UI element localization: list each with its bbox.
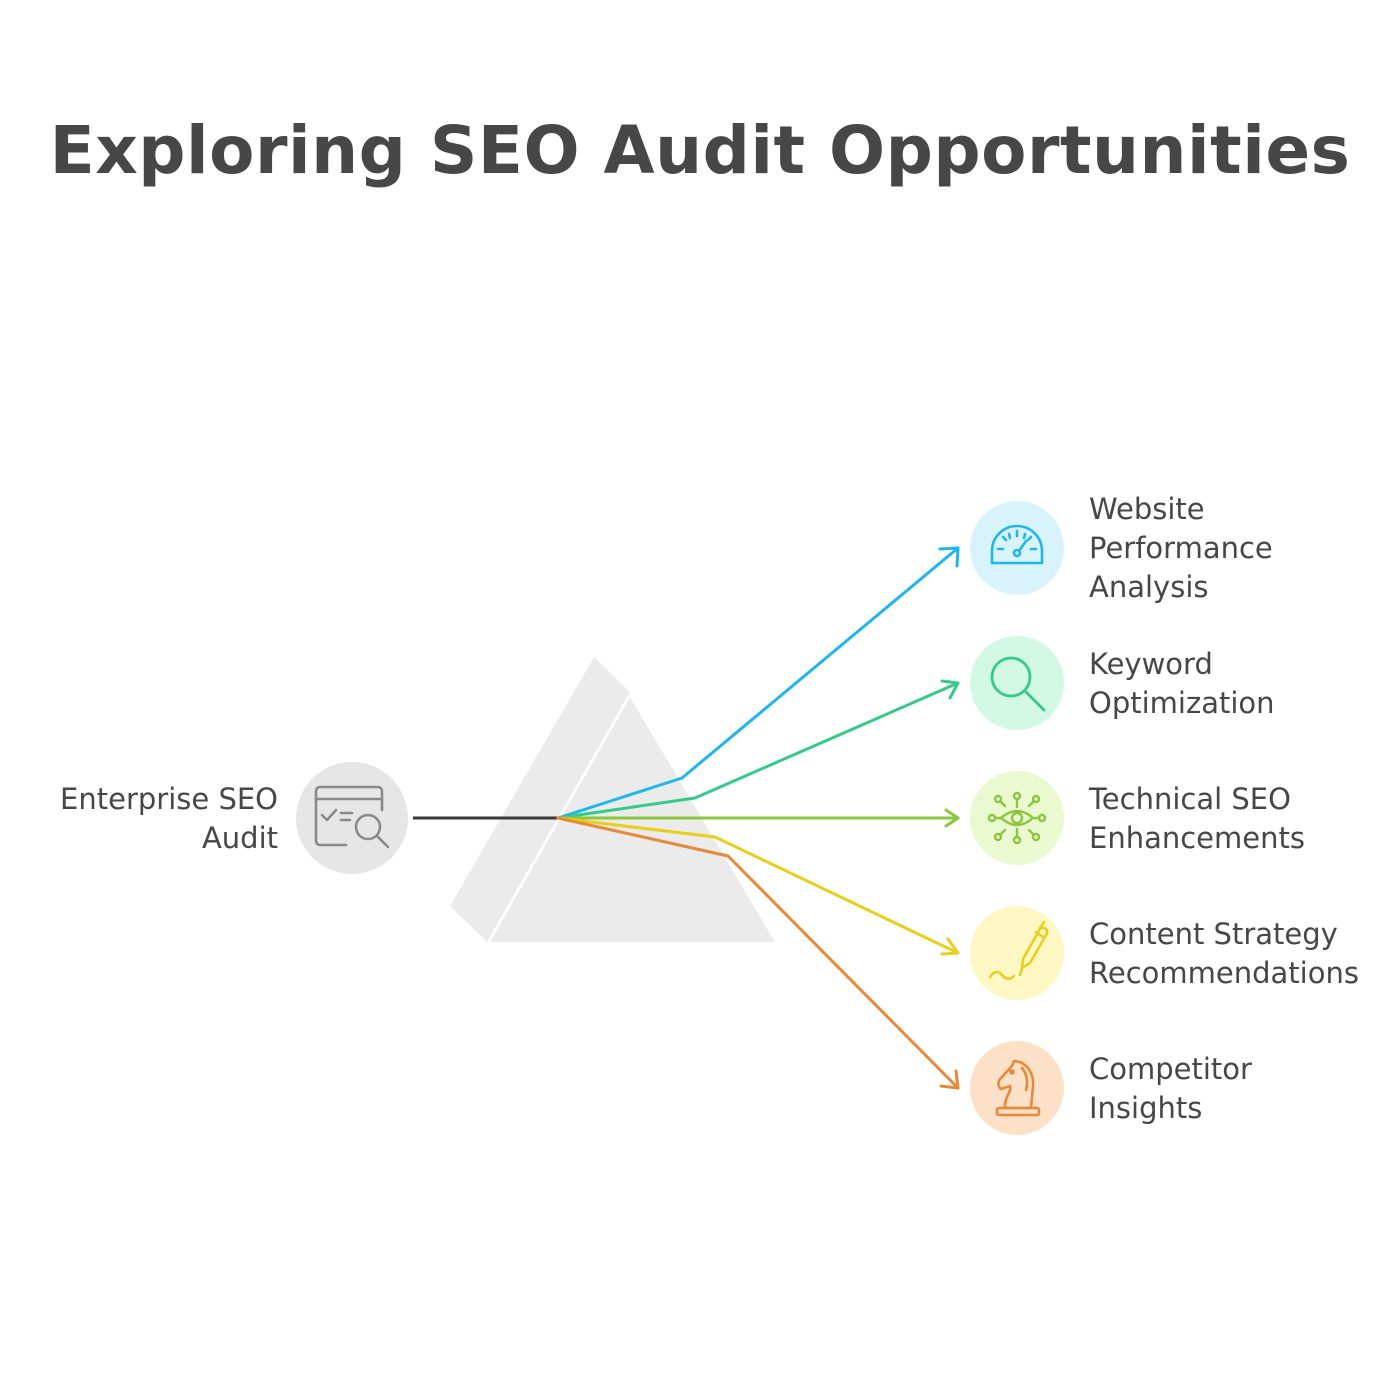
label-line: Optimization — [1089, 686, 1275, 720]
label-competitor-insights: Competitor Insights — [1089, 1050, 1394, 1128]
source-label-line: Audit — [201, 821, 278, 855]
output-node-competitor-insights — [970, 1041, 1064, 1135]
label-line: Keyword — [1089, 647, 1213, 681]
beam-content-strategy — [556, 816, 960, 956]
output-circle — [970, 501, 1064, 595]
label-line: Performance — [1089, 531, 1273, 565]
label-technical-seo: Technical SEO Enhancements — [1089, 780, 1394, 858]
label-line: Recommendations — [1089, 956, 1359, 990]
label-keyword-optimization: Keyword Optimization — [1089, 645, 1394, 723]
pen-icon — [988, 920, 1049, 981]
source-label-line: Enterprise SEO — [60, 782, 278, 816]
output-node-content-strategy — [970, 906, 1064, 1000]
output-node-technical-seo — [970, 771, 1064, 865]
label-line: Analysis — [1089, 570, 1209, 604]
beam-keyword-optimization — [556, 679, 960, 820]
output-circle — [970, 906, 1064, 1000]
beam-technical-seo — [556, 808, 960, 828]
source-circle — [296, 762, 408, 874]
output-circle — [970, 771, 1064, 865]
label-line: Technical SEO — [1089, 782, 1291, 816]
output-node-keyword-optimization — [970, 636, 1064, 730]
label-line: Content Strategy — [1089, 917, 1338, 951]
label-content-strategy: Content Strategy Recommendations — [1089, 915, 1394, 993]
speedometer-icon — [990, 524, 1044, 565]
label-line: Website — [1089, 492, 1205, 526]
label-line: Insights — [1089, 1091, 1203, 1125]
output-node-website-performance — [970, 501, 1064, 595]
label-website-performance: Website Performance Analysis — [1089, 490, 1394, 607]
label-line: Competitor — [1089, 1052, 1252, 1086]
source-node — [296, 762, 408, 874]
prism-back-face — [450, 657, 630, 942]
chess-knight-icon — [995, 1059, 1041, 1117]
page-title: Exploring SEO Audit Opportunities — [49, 112, 1351, 189]
eye-network-icon — [987, 791, 1047, 845]
output-circle — [970, 636, 1064, 730]
output-circle — [970, 1041, 1064, 1135]
beam-website-performance — [556, 546, 960, 820]
search-icon — [990, 656, 1046, 712]
label-line: Enhancements — [1089, 821, 1305, 855]
source-label: Enterprise SEO Audit — [20, 780, 278, 858]
beam-competitor-insights — [556, 816, 960, 1090]
audit-browser-search-icon — [314, 785, 390, 849]
output-beams — [556, 546, 960, 1090]
